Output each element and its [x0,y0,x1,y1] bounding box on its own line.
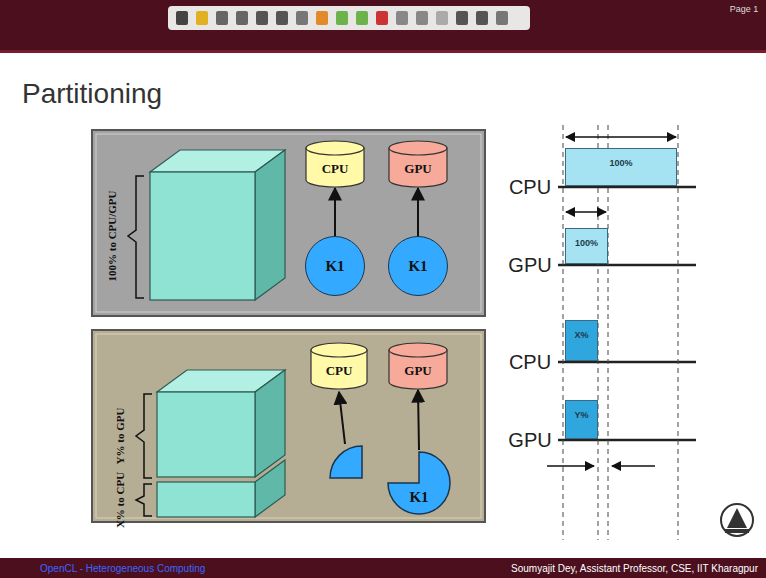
toolbar-icon [176,11,188,25]
panel [92,330,485,522]
toolbar-icon [376,11,388,25]
pie-slice [330,446,362,478]
bar-label: 100% [575,238,598,248]
data-cube [157,370,285,517]
axis-label: GPU [508,429,551,452]
page-number: Page 1 [730,4,759,14]
gap-arrow [547,465,594,467]
bar-label: 100% [609,158,632,168]
bracket [136,394,152,478]
axis-label: CPU [509,351,551,374]
panel-inner [96,334,481,518]
footer-text: OpenCL - Heterogeneous Computing [40,563,205,574]
kernel-label: K1 [409,489,428,506]
bracket-label: X% to CPU [114,472,126,528]
kernel-label: K1 [325,258,344,275]
bracket [128,176,144,298]
kernel-circle: K1 [305,236,365,296]
data-cube [150,150,285,300]
cylinder-top [311,343,367,357]
processor-cylinder: GPU [388,342,448,390]
bracket-label: Y% to GPU [114,408,126,465]
cylinder-top [389,343,447,357]
top-rule [0,50,766,53]
top-bar [0,0,766,50]
toolbar-icon [396,11,408,25]
time-bar: 100% [565,148,677,186]
toolbar-icon [336,11,348,25]
arrow [339,392,345,444]
arrow-connector [418,390,419,450]
slide-title: Partitioning [22,78,162,110]
dashed-guide [563,125,678,540]
toolbar-icon [356,11,368,25]
axis-label: CPU [509,176,551,199]
panel [92,130,485,316]
bottom-bar [0,558,766,578]
kernel-label: K1 [408,258,427,275]
span-arrow [566,211,606,213]
kernel-circle: K1 [388,236,448,296]
toolbar-icon [236,11,248,25]
gap-arrow [612,465,655,467]
toolbar-icon [436,11,448,25]
kernel-circle: K1 [386,450,452,516]
processor-cylinder: CPU [310,342,368,390]
pie-shape [388,452,450,514]
processor-cylinder: CPU [305,140,365,188]
span-arrow [566,136,676,138]
panel-inner [96,134,481,312]
toolbar-icon [196,11,208,25]
toolbar [168,6,530,30]
time-bar: 100% [565,228,608,264]
pie-outline [386,450,452,516]
cylinder-top [389,141,447,155]
toolbar-icon [276,11,288,25]
time-bar: X% [565,320,598,361]
cylinder-top [306,141,364,155]
bar-label: X% [574,330,588,340]
toolbar-icon [216,11,228,25]
time-axis [558,187,696,440]
device-label: CPU [326,363,353,379]
toolbar-icon [496,11,508,25]
toolbar-icon [476,11,488,25]
institute-logo [721,504,753,536]
arrow-connector [417,188,419,236]
bracket [136,484,152,516]
device-label: GPU [404,363,431,379]
toolbar-icon [416,11,428,25]
device-label: CPU [322,161,349,177]
toolbar-icon [256,11,268,25]
toolbar-icons [176,11,508,25]
bar-label: Y% [574,410,588,420]
toolbar-icon [316,11,328,25]
bracket-label: 100% to CPU/GPU [106,190,118,281]
toolbar-icon [296,11,308,25]
axis-label: GPU [508,254,551,277]
device-label: GPU [404,161,431,177]
footer-text: Soumyajit Dey, Assistant Professor, CSE,… [511,563,758,574]
toolbar-icon [456,11,468,25]
time-bar: Y% [565,400,598,439]
arrow-connector [334,188,336,236]
processor-cylinder: GPU [388,140,448,188]
